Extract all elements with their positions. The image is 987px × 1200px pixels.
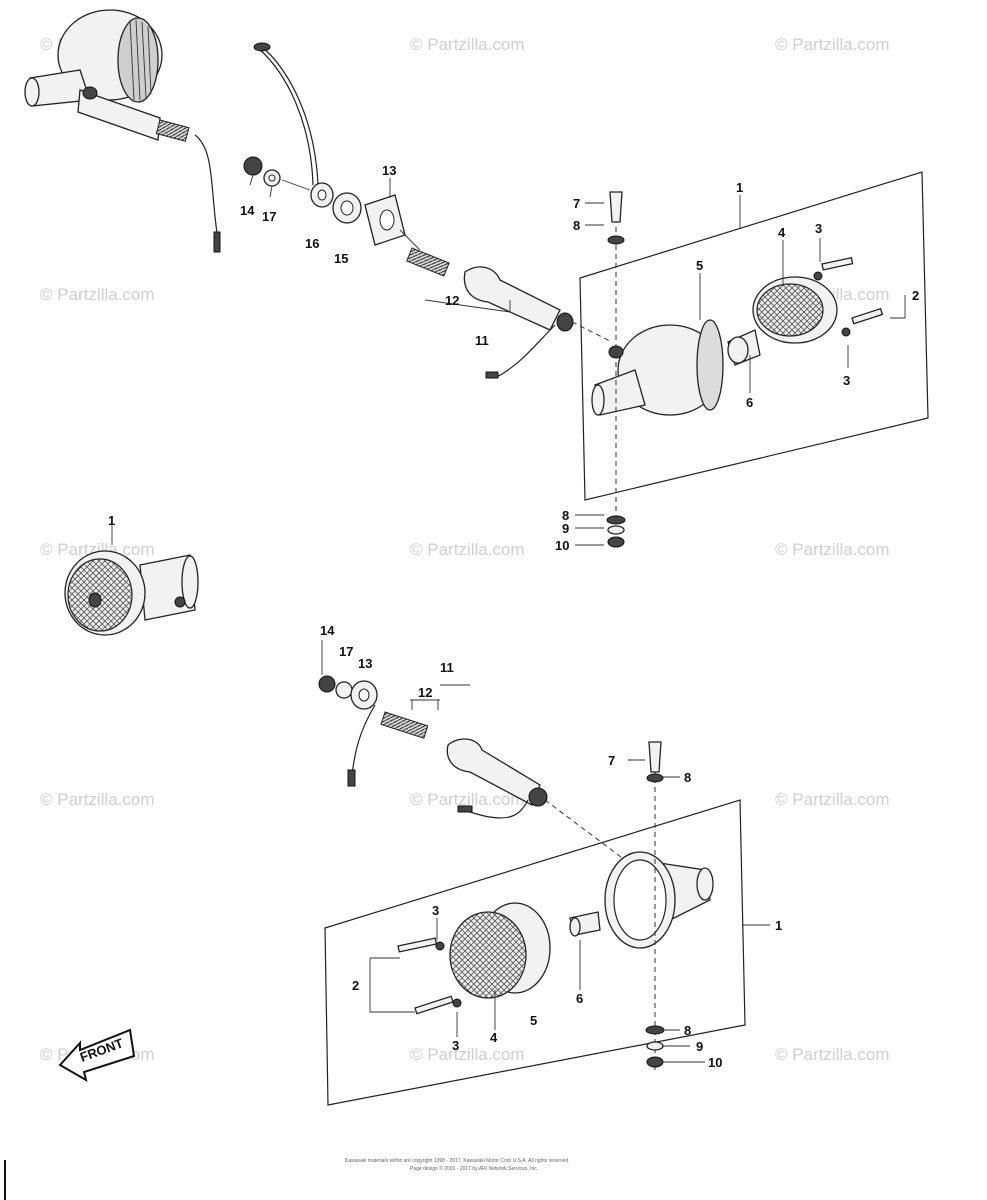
callout-9: 9 xyxy=(696,1039,703,1054)
callout-1: 1 xyxy=(775,918,782,933)
callout-1: 1 xyxy=(108,513,115,528)
assembled-lamp-left xyxy=(64,550,199,636)
copyright-line: Page design © 2001 - 2017 by ARI Network… xyxy=(410,1165,538,1172)
upper-lamp-panel xyxy=(579,171,929,548)
watermark-text: © Partzilla.com xyxy=(775,35,890,54)
callout-7: 7 xyxy=(608,753,615,768)
watermark-text: © Partzilla.com xyxy=(40,285,155,304)
callout-8: 8 xyxy=(684,1023,691,1038)
watermarks: © Partzilla.com © Partzilla.com © Partzi… xyxy=(40,35,890,1064)
lower-lamp-panel xyxy=(324,741,746,1106)
copyright-line: Kawasaki materials within are copyright … xyxy=(345,1158,570,1164)
assembled-lamp-top-left xyxy=(24,9,221,253)
watermark-text: © Partzilla.com xyxy=(40,790,155,809)
callout-13: 13 xyxy=(358,656,372,671)
upper-callout-numbers: 1 2 3 3 4 5 6 7 8 8 9 10 11 12 13 14 15 … xyxy=(240,163,919,553)
lower-callout-numbers: 1 2 3 3 4 5 6 7 8 8 9 10 11 12 13 14 17 xyxy=(320,623,782,1070)
leader-lines xyxy=(111,174,906,1063)
callout-8: 8 xyxy=(573,218,580,233)
callout-12: 12 xyxy=(418,685,432,700)
callout-17: 17 xyxy=(339,644,353,659)
callout-8: 8 xyxy=(684,770,691,785)
callout-17: 17 xyxy=(262,209,276,224)
callout-2: 2 xyxy=(352,978,359,993)
callout-4: 4 xyxy=(490,1030,498,1045)
callout-8: 8 xyxy=(562,508,569,523)
watermark-text: © Partzilla.com xyxy=(410,35,525,54)
watermark-text: © Partzilla.com xyxy=(775,1045,890,1064)
callout-6: 6 xyxy=(746,395,753,410)
lower-wiring-parts xyxy=(318,675,626,861)
callout-10: 10 xyxy=(708,1055,722,1070)
callout-3: 3 xyxy=(432,903,439,918)
callout-3: 3 xyxy=(452,1038,459,1053)
front-arrow-icon: FRONT xyxy=(58,1028,136,1083)
callout-11: 11 xyxy=(475,333,489,348)
watermark-text: © Partzilla.com xyxy=(410,790,525,809)
callout-5: 5 xyxy=(530,1013,537,1028)
callout-5: 5 xyxy=(696,258,703,273)
callout-3: 3 xyxy=(815,221,822,236)
callout-9: 9 xyxy=(562,521,569,536)
copyright-footer: Kawasaki materials within are copyright … xyxy=(345,1158,570,1172)
callout-3: 3 xyxy=(843,373,850,388)
callout-14: 14 xyxy=(320,623,335,638)
watermark-text: © Partzilla.com xyxy=(40,540,155,559)
callout-11: 11 xyxy=(440,660,454,675)
callout-4: 4 xyxy=(778,225,786,240)
callout-6: 6 xyxy=(576,991,583,1006)
callout-10: 10 xyxy=(555,538,569,553)
callout-15: 15 xyxy=(334,251,348,266)
watermark-text: © Partzilla.com xyxy=(775,790,890,809)
callout-1: 1 xyxy=(736,180,743,195)
callout-7: 7 xyxy=(573,196,580,211)
upper-wiring-parts xyxy=(243,42,613,379)
callout-14: 14 xyxy=(240,203,255,218)
edge-mark xyxy=(4,1160,6,1200)
left-callout-numbers: 1 xyxy=(108,513,115,528)
callout-2: 2 xyxy=(912,288,919,303)
watermark-text: © Partzilla.com xyxy=(410,1045,525,1064)
callout-13: 13 xyxy=(382,163,396,178)
callout-12: 12 xyxy=(445,293,459,308)
watermark-text: © Partzilla.com xyxy=(775,540,890,559)
callout-16: 16 xyxy=(305,236,319,251)
watermark-text: © Partzilla.com xyxy=(410,540,525,559)
